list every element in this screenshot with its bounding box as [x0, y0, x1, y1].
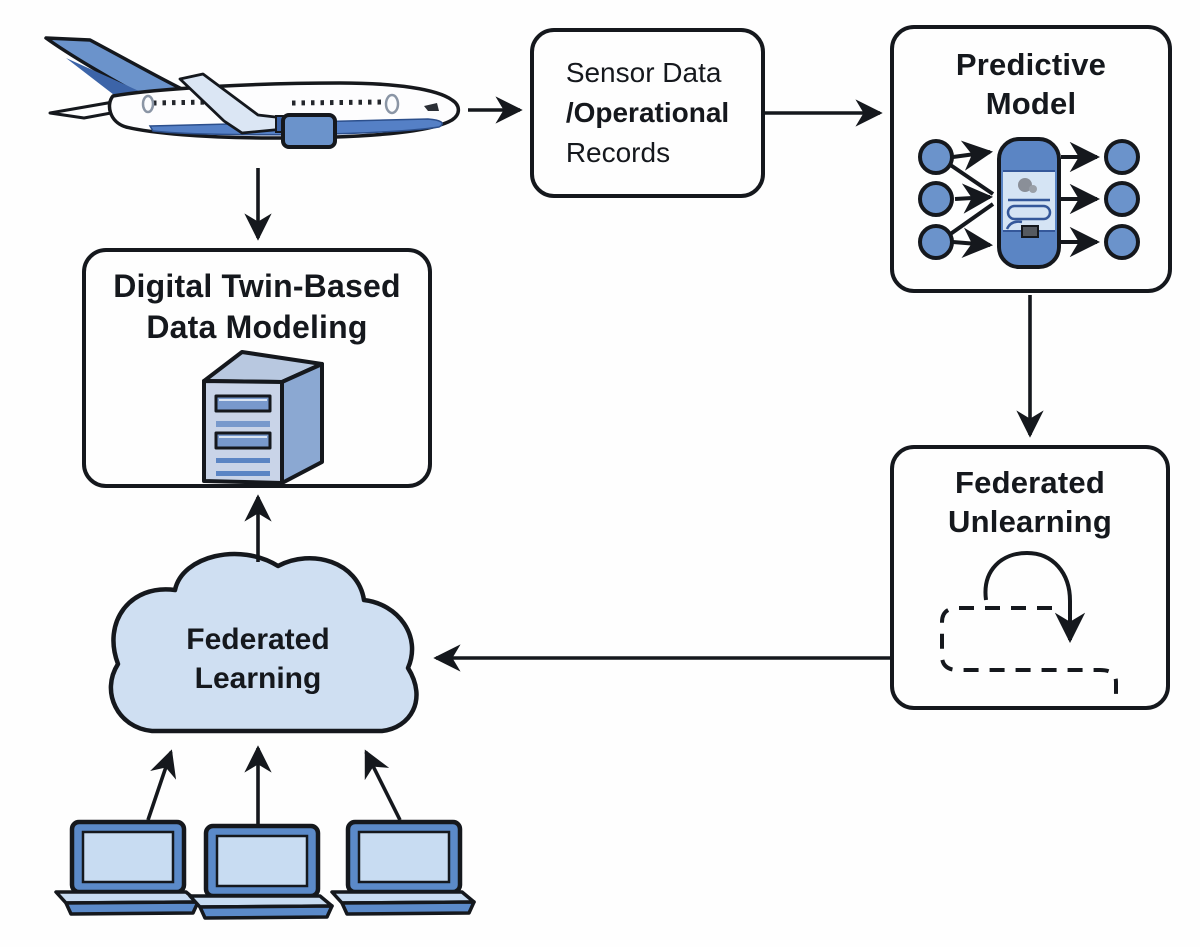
predictive-title-line-2: Model — [985, 86, 1077, 121]
sensor-line-2: /Operational — [565, 97, 730, 128]
predictive-model-title: Predictive Model — [956, 29, 1106, 123]
laptop-icon — [332, 822, 474, 914]
predictive-model-box: Predictive Model — [890, 25, 1172, 293]
sensor-line-3: Records — [565, 137, 671, 168]
sensor-data-box: Sensor Data /Operational Records — [530, 28, 765, 198]
cloud-icon — [108, 551, 419, 734]
sensor-data-label: Sensor Data /Operational Records — [566, 53, 729, 173]
flow-arrows — [146, 96, 1044, 824]
federated-unlearning-box: Federated Unlearning — [890, 445, 1170, 710]
digital-twin-box: Digital Twin-Based Data Modeling — [82, 248, 432, 488]
neural-network-icon — [918, 137, 1140, 269]
federated-unlearning-title: Federated Unlearning — [948, 449, 1112, 541]
federated-unlearning-title-line-1: Federated — [955, 465, 1105, 500]
predictive-title-line-1: Predictive — [955, 47, 1107, 82]
digital-twin-title: Digital Twin-Based Data Modeling — [113, 252, 400, 348]
arrow-client3-to-cloud — [364, 749, 402, 821]
laptop-icon — [190, 826, 332, 918]
unlearning-loop-icon — [940, 550, 1118, 702]
federated-unlearning-title-line-2: Unlearning — [948, 504, 1112, 539]
airplane-icon — [44, 36, 461, 149]
federated-learning-title-line-2: Learning — [194, 662, 322, 695]
server-icon — [202, 350, 324, 485]
digital-twin-title-line-1: Digital Twin-Based — [113, 268, 401, 304]
laptop-icon — [56, 822, 198, 914]
federated-learning-label: Federated Learning — [138, 620, 378, 698]
digital-twin-title-line-2: Data Modeling — [146, 309, 368, 345]
federated-learning-title-line-1: Federated — [186, 623, 330, 656]
sensor-line-1: Sensor Data — [565, 57, 722, 88]
arrow-client1-to-cloud — [146, 749, 177, 821]
